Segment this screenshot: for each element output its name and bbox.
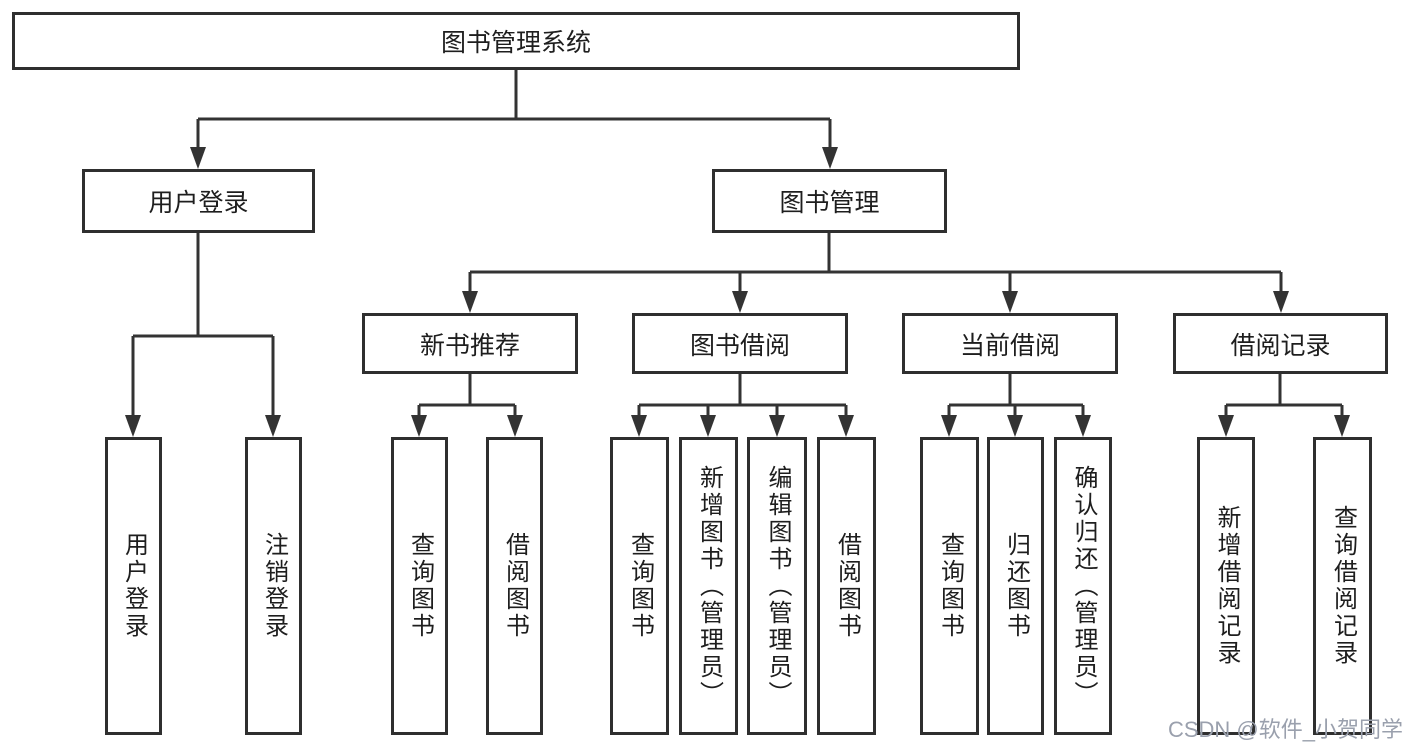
leaf-return-books: 归还图书 — [987, 437, 1044, 735]
node-label: 用户登录 — [148, 189, 249, 217]
leaf-add-borrow-record: 新增借阅记录 — [1197, 437, 1255, 735]
leaf-label: 注销登录 — [260, 532, 288, 640]
leaf-label: 新增借阅记录 — [1213, 505, 1240, 667]
leaf-label: 归还图书 — [1002, 532, 1030, 640]
leaf-label: 编辑图书（管理员） — [764, 464, 791, 708]
node-label: 新书推荐 — [419, 331, 520, 360]
leaf-confirm-return-admin: 确认归还（管理员） — [1054, 437, 1112, 735]
leaf-label: 查询借阅记录 — [1329, 505, 1357, 667]
node-label: 当前借阅 — [959, 331, 1060, 360]
node-label: 图书借阅 — [689, 331, 790, 360]
node-user-login: 用户登录 — [82, 169, 315, 233]
leaf-label: 查询图书 — [626, 532, 654, 640]
node-label: 图书管理系统 — [440, 29, 591, 57]
leaf-add-books-admin: 新增图书（管理员） — [679, 437, 738, 735]
node-book-management: 图书管理 — [712, 169, 947, 233]
node-label: 图书管理 — [779, 189, 880, 217]
leaf-query-books-recommend: 查询图书 — [391, 437, 448, 735]
node-current-borrow: 当前借阅 — [902, 313, 1118, 374]
leaf-user-login: 用户登录 — [105, 437, 162, 735]
leaf-label: 借阅图书 — [501, 532, 529, 640]
leaf-label: 确认归还（管理员） — [1070, 464, 1097, 708]
leaf-label: 查询图书 — [936, 532, 964, 640]
leaf-label: 用户登录 — [120, 532, 148, 640]
node-borrow-records: 借阅记录 — [1173, 313, 1388, 374]
node-label: 借阅记录 — [1230, 331, 1331, 360]
node-new-book-recommend: 新书推荐 — [362, 313, 578, 374]
leaf-query-books-current: 查询图书 — [920, 437, 979, 735]
leaf-label: 新增图书（管理员） — [695, 464, 723, 708]
watermark: CSDN @软件_小贺同学 — [1167, 717, 1403, 742]
leaf-label: 查询图书 — [406, 532, 434, 640]
leaf-query-books-borrow: 查询图书 — [610, 437, 669, 735]
leaf-borrow-books: 借阅图书 — [817, 437, 876, 735]
leaf-borrow-books-recommend: 借阅图书 — [486, 437, 543, 735]
leaf-label: 借阅图书 — [833, 532, 861, 640]
leaf-edit-books-admin: 编辑图书（管理员） — [747, 437, 807, 735]
node-root: 图书管理系统 — [12, 12, 1020, 70]
node-book-borrow: 图书借阅 — [632, 313, 848, 374]
leaf-logout: 注销登录 — [245, 437, 302, 735]
leaf-query-borrow-record: 查询借阅记录 — [1313, 437, 1372, 735]
